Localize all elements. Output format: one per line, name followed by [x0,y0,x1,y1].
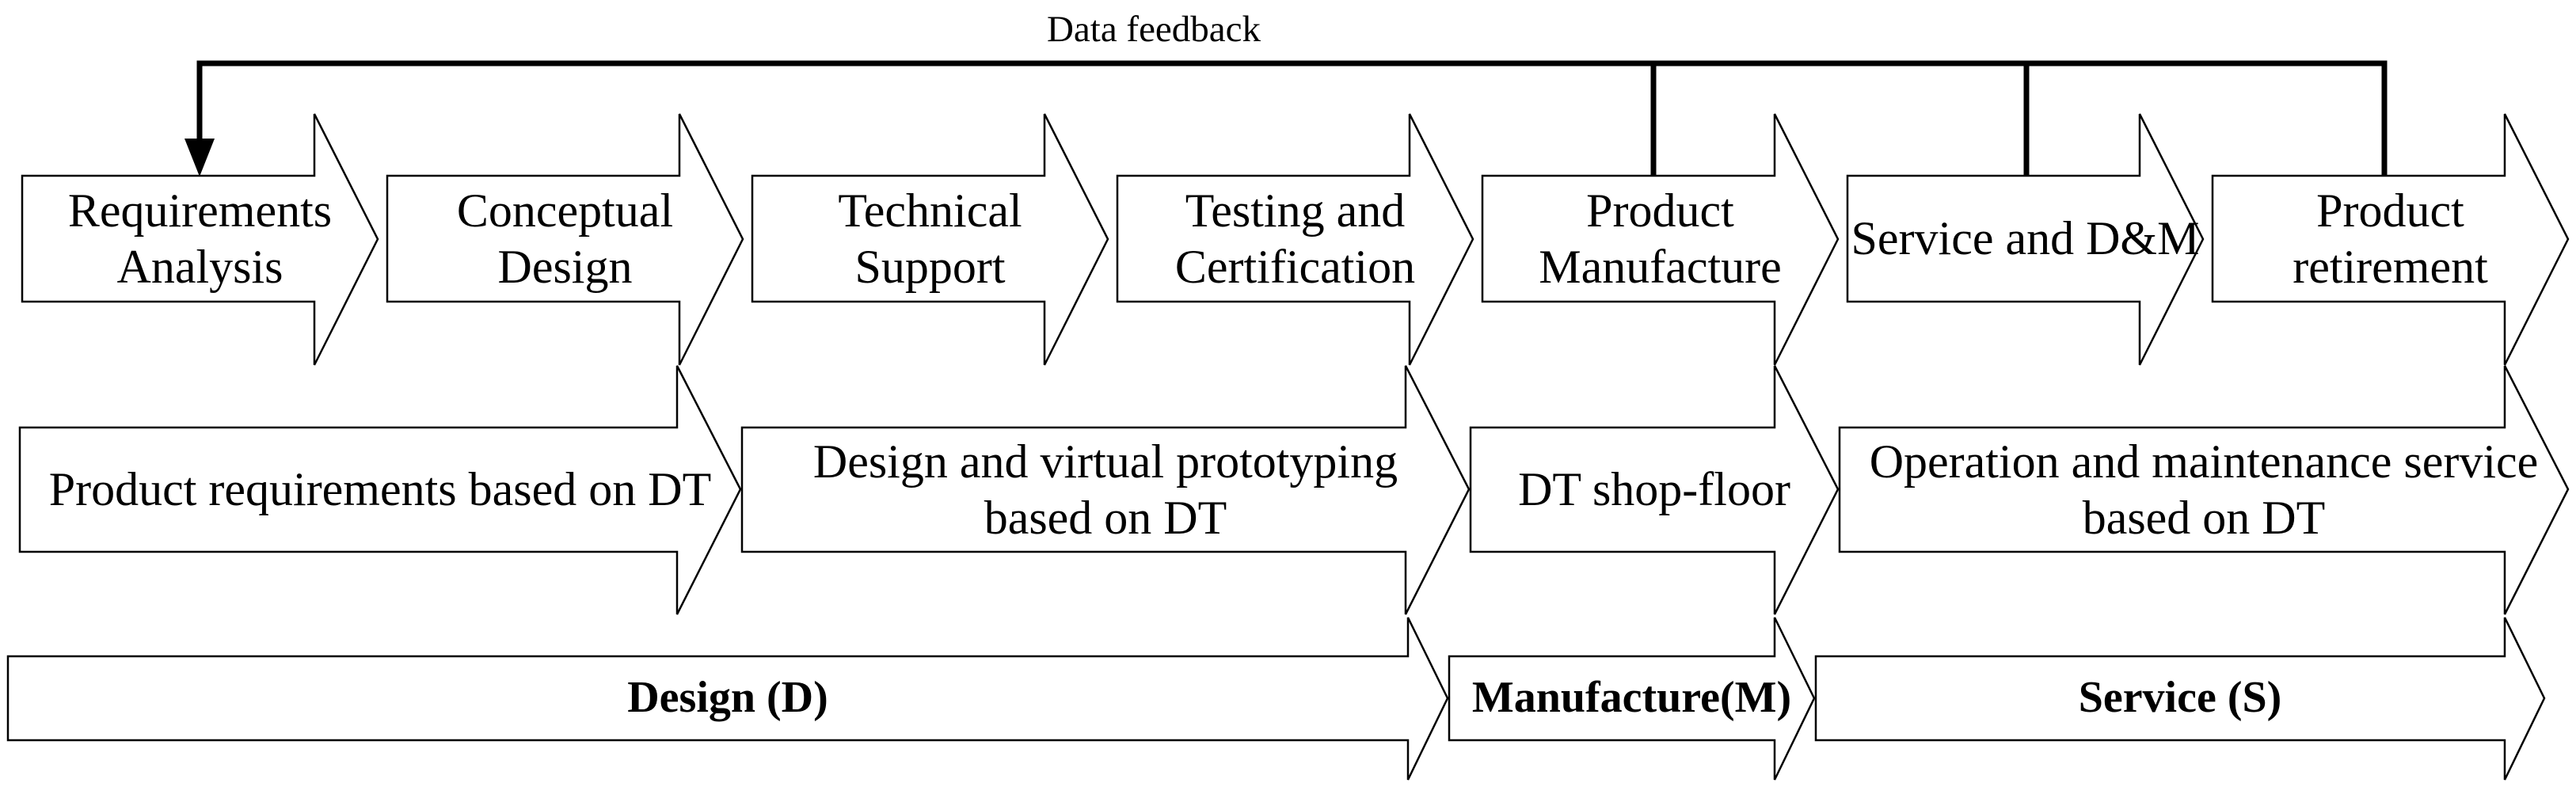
dt-chevron-operation-maintenance [1838,365,2570,615]
stage-label-product-manufacture: Product Manufacture [1539,184,1782,293]
data-feedback-line [196,60,2388,176]
phase-chevron-service [1814,617,2546,781]
stage-label-requirements-analysis: Requirements Analysis [67,184,333,293]
dt-label-product-requirements: Product requirements based on DT [48,463,712,516]
phase-label-service: Service (S) [2078,673,2282,723]
stage-chevron-requirements-analysis [21,113,379,366]
stage-label-technical-support: Technical Support [838,184,1022,293]
stage-chevron-product-retirement [2211,113,2570,366]
dt-label-operation-maintenance: Operation and maintenance service based … [1869,435,2539,544]
dt-label-design-virtual-prototyping: Design and virtual prototyping based on … [812,435,1398,544]
stage-chevron-conceptual-design [386,113,744,366]
dt-chevron-dt-shop-floor [1469,365,1840,615]
dt-label-dt-shop-floor: DT shop-floor [1518,463,1790,516]
stage-label-testing-certification: Testing and Certification [1174,184,1416,293]
stage-chevron-product-manufacture [1481,113,1840,366]
dt-chevron-design-virtual-prototyping [740,365,1471,615]
stage-chevron-service-dm [1846,113,2205,366]
dt-chevron-product-requirements [18,365,742,615]
stage-label-service-dm: Service and D&M [1851,212,2200,265]
stage-chevron-technical-support [751,113,1109,366]
data-feedback-label: Data feedback [1046,8,1261,50]
stage-label-product-retirement: Product retirement [2293,184,2488,293]
stage-chevron-testing-certification [1116,113,1474,366]
phase-chevron-manufacture [1448,617,1816,781]
phase-label-manufacture: Manufacture(M) [1471,673,1792,723]
data-feedback-arrowhead-icon [185,139,215,177]
stage-label-conceptual-design: Conceptual Design [456,184,674,293]
phase-label-design: Design (D) [627,673,828,723]
phase-chevron-design [6,617,1449,781]
